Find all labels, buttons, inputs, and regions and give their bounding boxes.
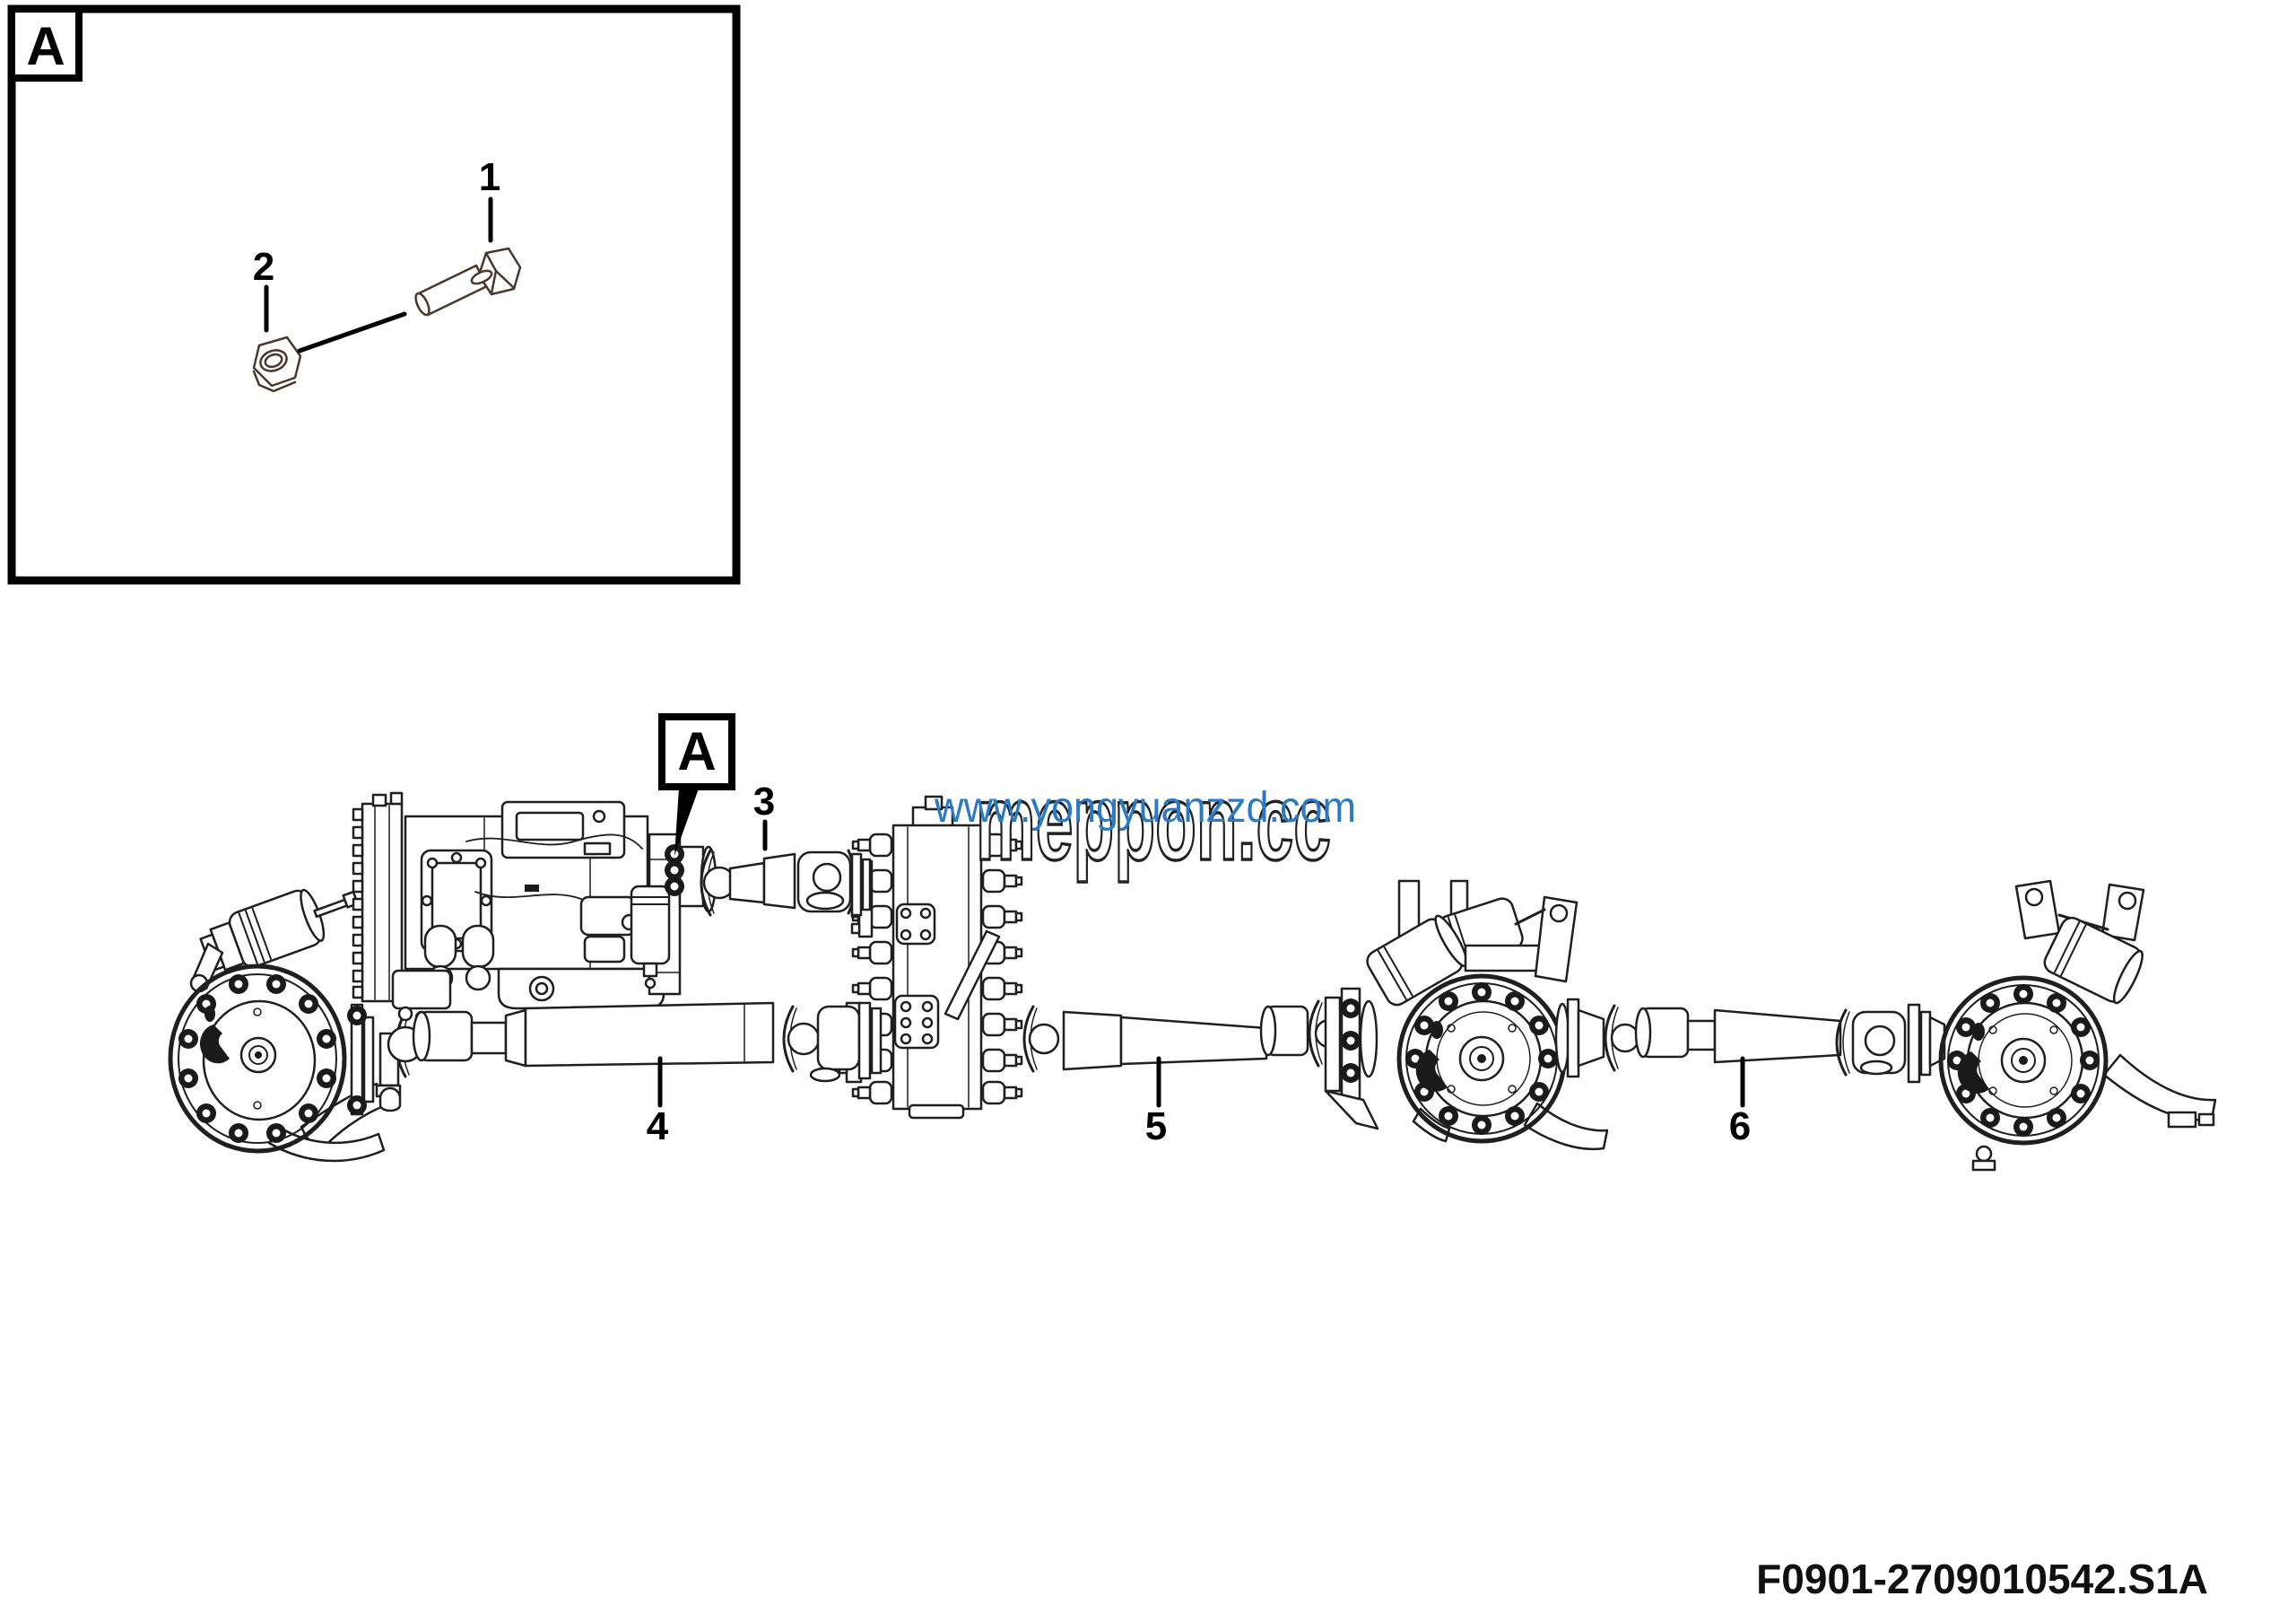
figure-code: F0901-2709010542.S1A xyxy=(1756,1556,2208,1602)
transfer-case xyxy=(838,795,1023,1120)
driveshaft-6 xyxy=(1634,1003,1946,1084)
detail-view-tag-box xyxy=(8,5,83,82)
transmission xyxy=(352,791,718,1025)
callout-6-label: 6 xyxy=(1729,1104,1751,1148)
rear-axle xyxy=(1941,879,2217,1172)
front-brake-chamber xyxy=(199,888,360,972)
nut-icon xyxy=(252,336,302,393)
assembly-callouts: A 3 4 5 6 xyxy=(647,713,1751,1148)
front-wheel-hub xyxy=(168,964,347,1154)
middle-wheel-hub xyxy=(1399,976,1564,1141)
assembly-tag-label: A xyxy=(677,721,716,781)
watermark: meppon.cc www.yongyuanzzd.com xyxy=(934,761,1356,885)
bolt-icon xyxy=(414,247,522,317)
callout-1-label: 1 xyxy=(479,155,500,199)
detail-view-a: A 2 1 xyxy=(7,4,741,585)
driveshaft-5 xyxy=(1022,999,1344,1073)
assembly-tag-box xyxy=(658,713,735,790)
rear-brake-chamber xyxy=(2043,916,2144,1005)
watermark-url-text: www.yongyuanzzd.com xyxy=(934,784,1356,832)
callout-3-label: 3 xyxy=(753,780,775,824)
driveshaft-4 xyxy=(412,1001,883,1083)
callout-2-label: 2 xyxy=(253,245,274,289)
callout-4-label: 4 xyxy=(647,1104,669,1148)
assembly-tag-pointer xyxy=(674,789,699,856)
middle-brake-chamber xyxy=(1366,914,1468,1007)
detail-view-border xyxy=(7,4,741,585)
watermark-brand-text: meppon.cc xyxy=(976,763,1331,883)
detail-view-tag-label: A xyxy=(26,16,65,76)
rear-wheel-hub xyxy=(1941,978,2106,1143)
callout-5-label: 5 xyxy=(1145,1104,1167,1148)
middle-axle xyxy=(1324,879,1640,1151)
assembly-axis-line xyxy=(297,311,407,353)
assembly-view: A 3 4 5 6 xyxy=(168,713,2217,1172)
driveshaft-3 xyxy=(700,849,872,917)
